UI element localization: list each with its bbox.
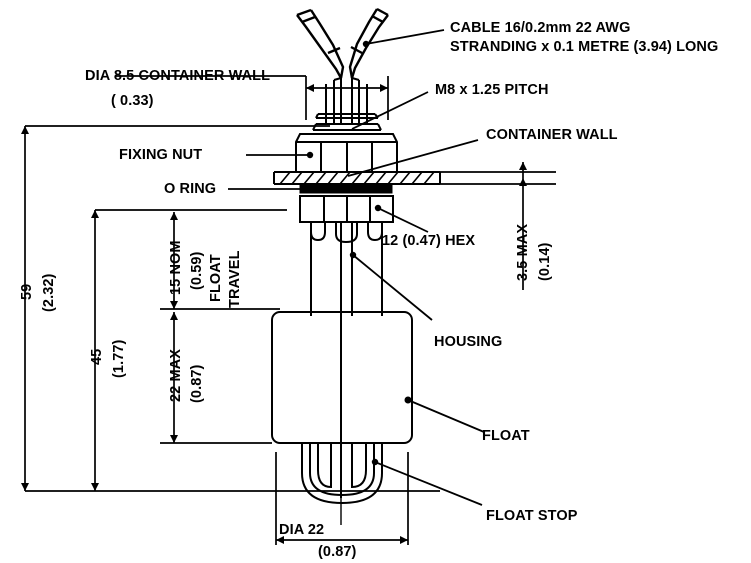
wall-hatching	[279, 171, 435, 185]
dim-45-in: (1.77)	[111, 339, 127, 378]
leader-container-wall	[347, 139, 479, 177]
stem-tube	[310, 222, 383, 316]
dim-wall-thickness-in: (0.14)	[537, 242, 553, 281]
dia-container-wall-label: DIA 8.5 CONTAINER WALL	[85, 68, 271, 84]
leader-thread	[351, 91, 429, 130]
dim-45	[91, 209, 287, 491]
cable-right	[348, 7, 389, 79]
dim-dia-22	[275, 452, 409, 545]
float-stop	[301, 443, 383, 505]
float-body	[271, 311, 413, 444]
leader-fixing-nut	[246, 151, 314, 159]
dim-float-height-22	[160, 312, 272, 444]
dim-wall-thickness	[440, 162, 556, 290]
dim-overall-mm: 59	[19, 283, 35, 300]
dia-container-wall-inch-label: ( 0.33)	[111, 93, 154, 109]
float-travel-word-2: TRAVEL	[227, 250, 243, 308]
cable-left	[296, 8, 345, 79]
leader-housing	[349, 251, 433, 321]
o-ring	[299, 184, 393, 194]
housing-label: HOUSING	[434, 334, 503, 350]
dim-dia-22-mm: DIA 22	[279, 522, 325, 538]
leader-cable	[362, 29, 445, 48]
dim-dia-8-5	[115, 75, 389, 120]
float-label: FLOAT	[482, 428, 530, 444]
cable-label-line1: CABLE 16/0.2mm 22 AWG	[450, 20, 631, 36]
cable-label-line2: STRANDING x 0.1 METRE (3.94) LONG	[450, 39, 719, 55]
dim-float-travel-15	[160, 212, 280, 310]
leader-hex	[374, 204, 429, 233]
container-wall-label: CONTAINER WALL	[486, 127, 618, 143]
dim-45-mm: 45	[89, 348, 105, 365]
dim-dia-22-in: (0.87)	[318, 544, 357, 560]
float-stop-label: FLOAT STOP	[486, 508, 578, 524]
dim-float-travel-in: (0.59)	[189, 251, 205, 290]
dim-overall-in: (2.32)	[41, 273, 57, 312]
dim-float-height-in: (0.87)	[189, 364, 205, 403]
hex-body	[299, 195, 394, 223]
dim-float-travel-mm: 15 NOM	[168, 240, 184, 295]
container-wall-plate	[273, 171, 441, 185]
thread-label: M8 x 1.25 PITCH	[435, 82, 549, 98]
float-travel-word-1: FLOAT	[208, 254, 224, 302]
leader-float	[404, 396, 485, 433]
o-ring-label: O RING	[164, 181, 217, 197]
thread-crest-bands	[312, 113, 382, 131]
hex-label: 12 (0.47) HEX	[382, 233, 476, 249]
dim-wall-thickness-mm: 3.5 MAX	[515, 223, 531, 281]
leader-float-stop	[371, 458, 483, 506]
fixing-nut-label: FIXING NUT	[119, 147, 203, 163]
dim-float-height-mm: 22 MAX	[168, 349, 184, 402]
